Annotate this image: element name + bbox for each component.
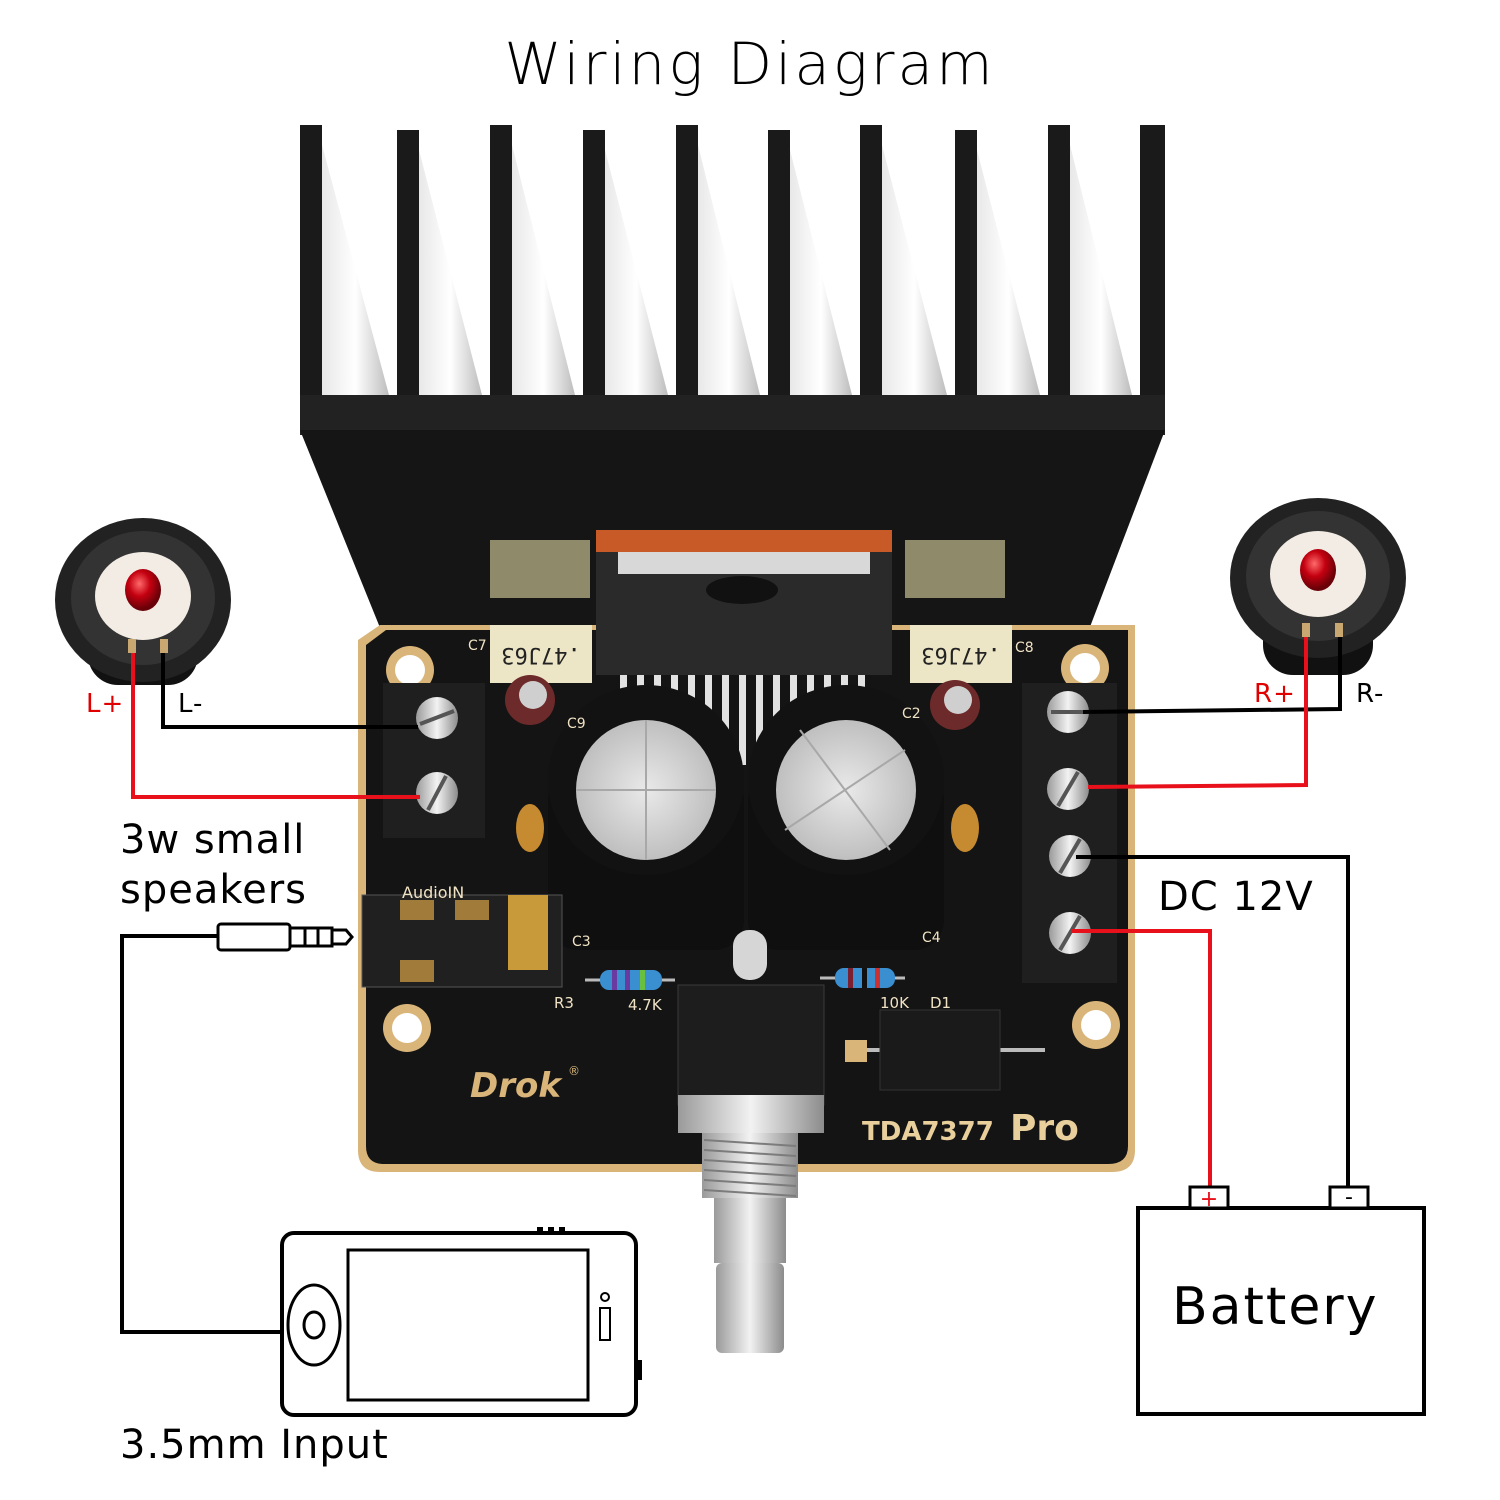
heatsink-fin-face [512,145,575,395]
small-capacitor-c9 [505,675,555,725]
wire-audio-input [120,934,282,1334]
label-left-negative: L- [178,689,204,719]
pot-thread [703,1179,797,1187]
input-label: 3.5mm Input [120,1422,389,1468]
battery-positive-terminal: + [1200,1187,1218,1212]
brand-logo: Drok [470,1066,563,1106]
wire-right-positive [1087,637,1308,789]
label-right-negative: R- [1356,679,1385,709]
heatsink-fin-face [605,150,668,395]
pot-thread [703,1149,797,1157]
heatsink-fin-face [790,150,852,395]
silk-c8: C8 [1015,640,1034,656]
film-capacitor-back-right [905,540,1005,598]
ceramic-capacitor-right [951,804,979,852]
heatsink-fin [676,125,698,400]
diode-d1 [845,1009,1045,1091]
heatsink-fin [397,130,419,400]
silk-c9: C9 [567,716,586,732]
ic-pin [722,675,729,745]
right-speaker [1230,498,1406,675]
wire-left-negative [161,653,418,729]
wire-left-positive [131,653,420,799]
film-capacitor-back-left [490,540,590,598]
battery-negative-terminal: - [1345,1185,1353,1210]
brand-registered-mark: ® [568,1064,580,1078]
speaker-description: 3w small speakers [120,815,307,915]
wires [120,637,1350,1334]
svg-text:.47J63: .47J63 [921,642,1000,667]
silk-d1: D1 [930,994,951,1012]
mounting-hole-bottom-right [1072,1001,1120,1049]
heatsink-fin [490,125,512,400]
heatsink-fin-face [698,145,760,395]
electrolytic-capacitor-c4 [748,685,944,950]
model-number: TDA7377 [862,1117,994,1147]
mounting-hole-top-left [386,646,434,694]
heatsink-fin [1140,130,1162,400]
svg-text:.47J63: .47J63 [501,642,580,667]
ic-pin [739,675,746,765]
resistor-r-right [820,968,905,988]
heatsink-fin [583,130,605,400]
electrolytic-capacitor-c3 [548,685,744,950]
pot-thread [703,1159,797,1167]
heatsink-fin-face [322,145,389,395]
audio-plug-icon [216,922,354,952]
film-capacitor-c7: .47J63 [490,625,592,683]
heatsink-fin-face [419,150,482,395]
power-label: DC 12V [1158,874,1314,920]
power-led [733,930,767,980]
mounting-hole-top-right [1061,644,1109,692]
heatsink-fin [860,125,882,400]
battery-label: Battery [1172,1277,1379,1337]
model-suffix: Pro [1010,1108,1079,1149]
heatsink-fin [768,130,790,400]
heatsink-fin-face [882,145,947,395]
battery-icon [1136,1185,1426,1416]
wire-right-negative [1082,637,1342,714]
audio-in-silk: AudioIN [402,883,464,902]
heatsink-fin [300,125,322,400]
heatsink-fin-face [1070,145,1132,395]
mounting-hole-bottom-left [383,1004,431,1052]
silk-c2: C2 [902,706,921,722]
label-left-positive: L+ [86,689,125,719]
silk-r3: R3 [554,994,574,1012]
resistor-r3 [585,970,675,990]
smartphone-icon [280,1227,642,1417]
heatsink-fins [300,125,1162,400]
silk-10k: 10K [880,994,910,1012]
silk-c4: C4 [922,930,941,946]
ic-pin [756,675,763,745]
heatsink-fin [955,130,977,400]
amplifier-board: .47J63 .47J63 [358,530,1135,1353]
silk-c7: C7 [468,638,487,654]
wire-power-positive [1072,929,1212,1188]
silk-c3: C3 [572,934,591,950]
ceramic-capacitor-left [516,804,544,852]
heatsink-fin-face [977,150,1040,395]
heatsink-fin [1048,125,1070,400]
label-right-positive: R+ [1254,679,1296,709]
pot-thread [703,1169,797,1177]
pot-thread [703,1189,797,1197]
volume-potentiometer [677,984,825,1353]
film-capacitor-c8: .47J63 [910,625,1012,683]
speaker-description-line2: speakers [120,867,307,913]
speaker-description-line1: 3w small [120,817,306,863]
diagram-title: Wiring Diagram [504,30,996,98]
speaker-terminal-left [383,683,485,838]
speaker-terminal-right [1022,683,1117,823]
audio-input-jack [361,894,563,988]
left-speaker [55,518,231,685]
power-terminal [1022,823,1117,983]
small-capacitor-c2 [930,680,980,730]
amplifier-ic [596,530,892,765]
pot-thread [703,1139,797,1147]
silk-4-7k: 4.7K [628,996,663,1014]
wire-power-negative [1076,855,1350,1188]
